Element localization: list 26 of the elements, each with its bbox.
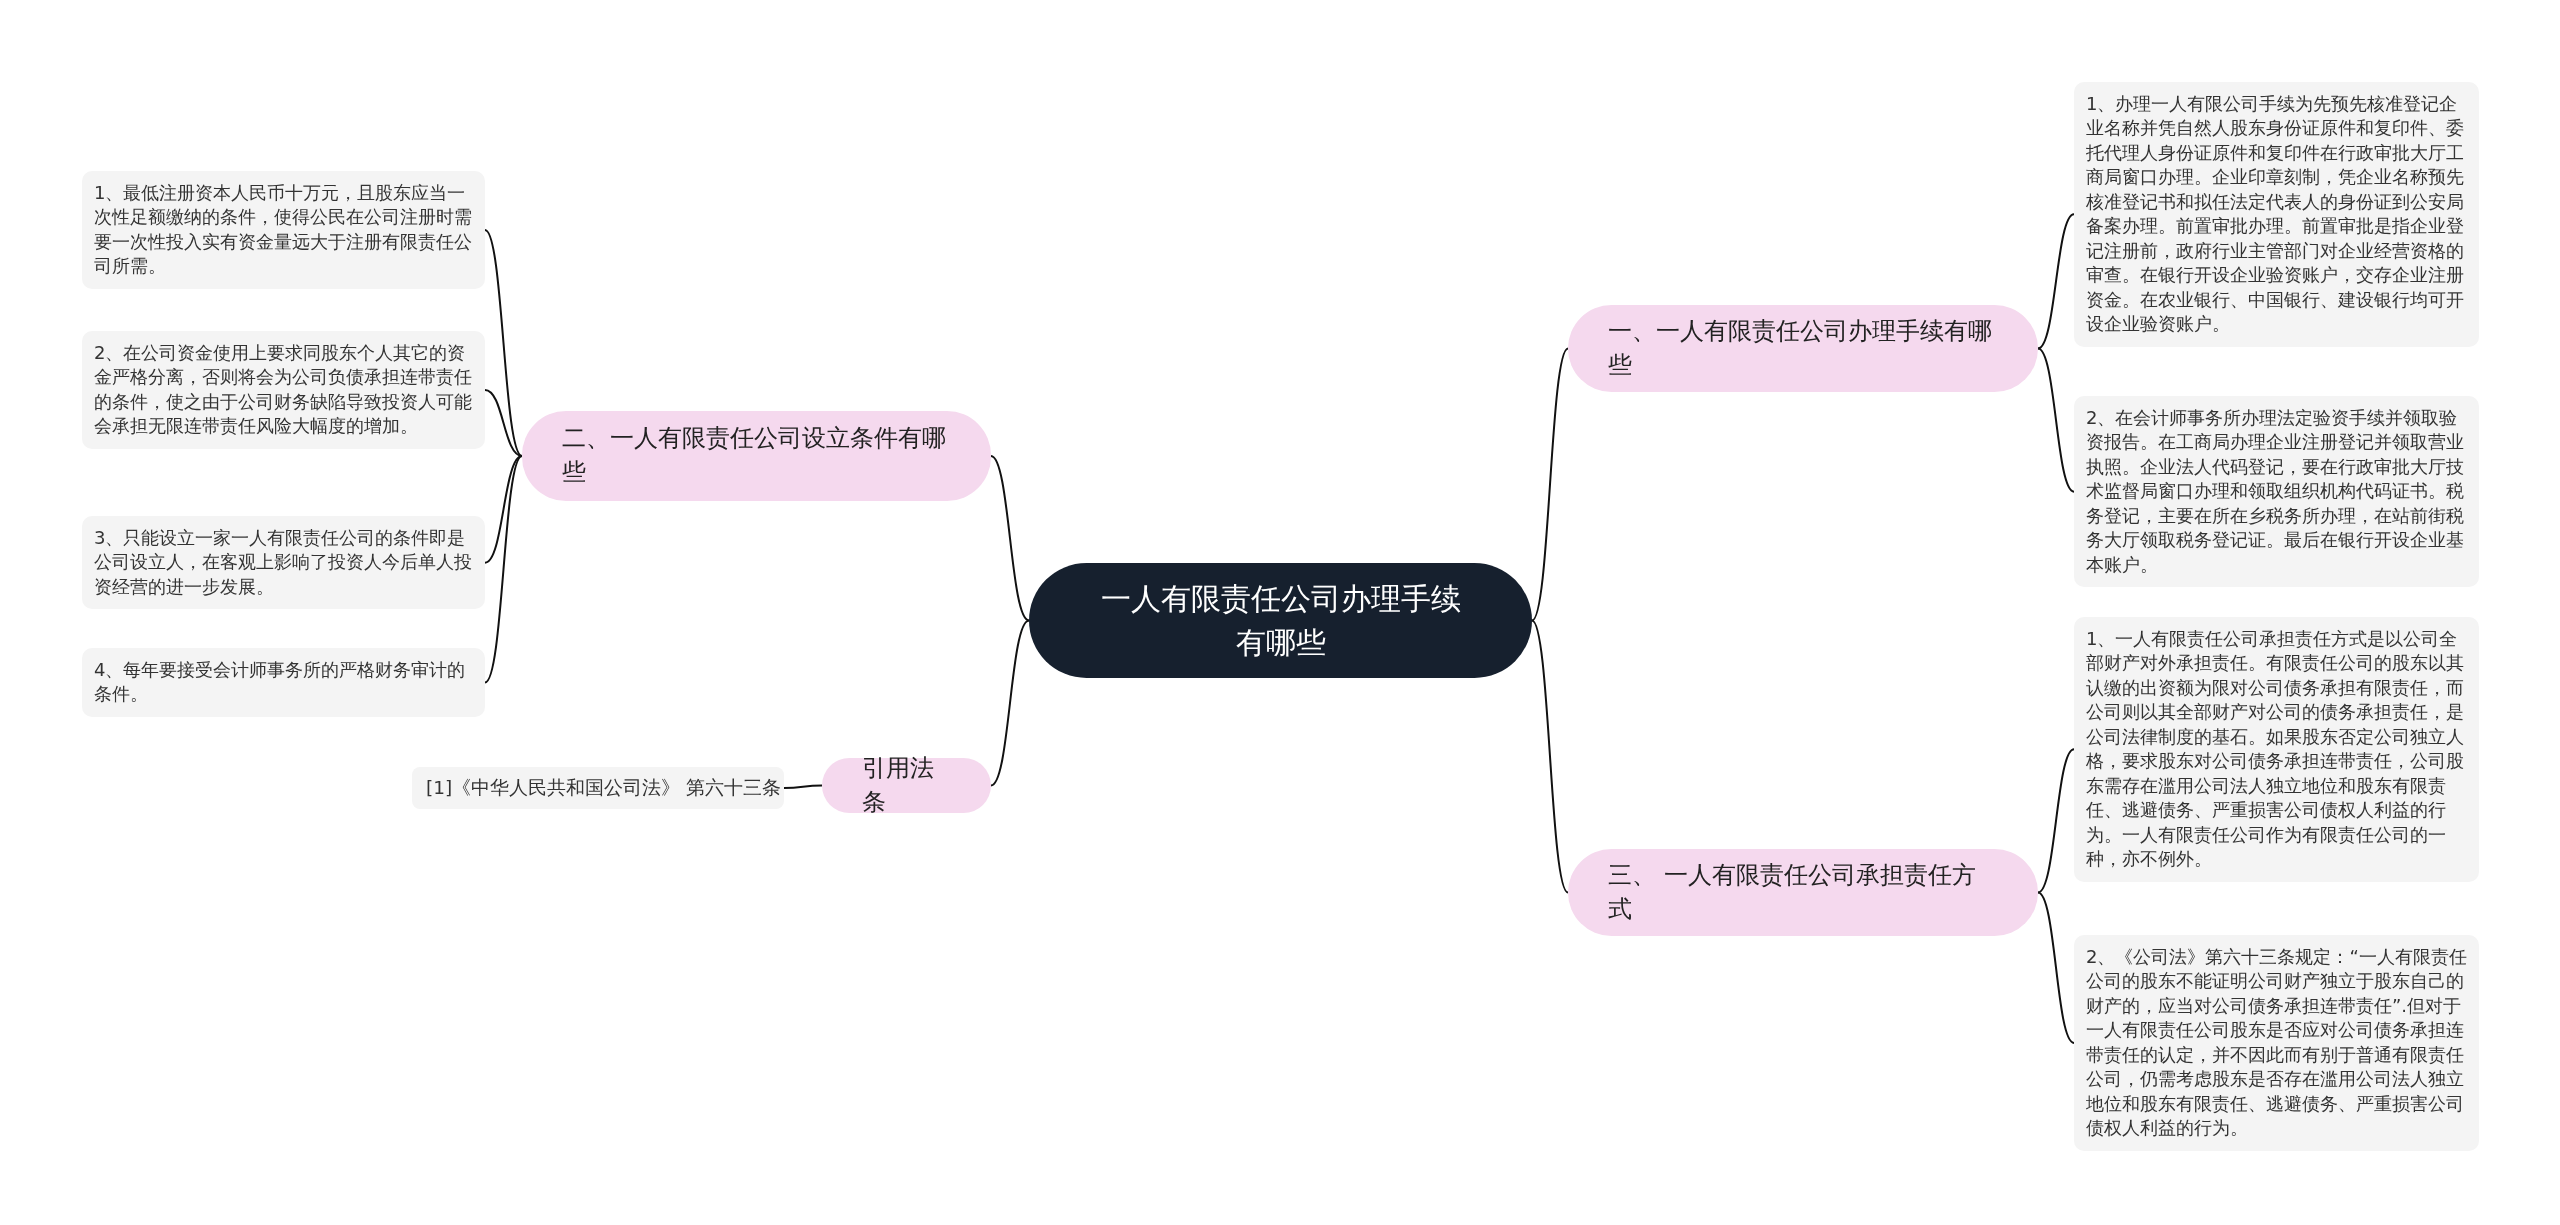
detail-note: 1、办理一人有限公司手续为先预先核准登记企业名称并凭自然人股东身份证原件和复印件、委托代理人身份证原件和复印件在行政审批大厅工商局窗口办理。企业印章刻制，凭企业名称预先核准登记书和拟任法定代表人的身份证到公安局备案办理。前置审批办理。前置审批是指企业登记注册前，政府行业主管部门对企业经营资格的审查。在银行开设企业验资账户，交存企业注册资金。在农业银行、中国银行、建设银行均可开设企业验资账户。 (2074, 82, 2479, 347)
connector-line (484, 228, 523, 457)
citation-note: [1]《中华人民共和国公司法》 第六十三条 (412, 767, 784, 809)
detail-note: 2、在公司资金使用上要求同股东个人其它的资金严格分离，否则将会为公司负债承担连带责任的条件，使之由于公司财务缺陷导致投资人可能会承担无限连带责任风险大幅度的增加。 (82, 331, 485, 449)
detail-note: 4、每年要接受会计师事务所的严格财务审计的条件。 (82, 648, 485, 717)
connector-line (2037, 748, 2075, 894)
connector-line (484, 455, 523, 684)
detail-note: 1、最低注册资本人民币十万元，且股东应当一次性足额缴纳的条件，使得公民在公司注册时需要一次性投入实有资金量远大于注册有限责任公司所需。 (82, 171, 485, 289)
detail-note: 2、在会计师事务所办理法定验资手续并领取验资报告。在工商局办理企业注册登记并领取营业执照。企业法人代码登记，要在行政审批大厅技术监督局窗口办理和领取组织机构代码证书。税务登记，主要在所在乡税务所办理，在站前街税务大厅领取税务登记证。最后在银行开设企业基本账户。 (2074, 396, 2479, 588)
detail-note: 3、只能设立一家一人有限责任公司的条件即是公司设立人，在客观上影响了投资人今后单人投资经营的进一步发展。 (82, 516, 485, 610)
branch-topic: 一、一人有限责任公司办理手续有哪些 (1568, 305, 2038, 392)
connector-line (2037, 891, 2075, 1044)
connector-line (2037, 347, 2075, 493)
connector-line (783, 784, 823, 789)
connector-line (484, 388, 523, 457)
connector-line (1531, 619, 1569, 894)
connector-line (990, 619, 1030, 787)
branch-topic: 引用法条 (822, 758, 991, 813)
branch-topic: 二、一人有限责任公司设立条件有哪些 (522, 411, 991, 501)
branch-topic: 三、 一人有限责任公司承担责任方式 (1568, 849, 2038, 936)
connector-line (2037, 213, 2075, 350)
connector-line (1531, 347, 1569, 622)
detail-note: 2、《公司法》第六十三条规定：“一人有限责任公司的股东不能证明公司财产独立于股东自己的财产的，应当对公司债务承担连带责任”.但对于一人有限责任公司股东是否应对公司债务承担连带责任的认定，并不因此而有别于普通有限责任公司，仍需考虑股东是否存在滥用公司法人独立地位和股东有限责任、逃避债务、严重损害公司债权人利益的行为。 (2074, 935, 2479, 1151)
central-topic: 一人有限责任公司办理手续有哪些 (1029, 563, 1532, 678)
detail-note: 1、一人有限责任公司承担责任方式是以公司全部财产对外承担责任。有限责任公司的股东以其认缴的出资额为限对公司债务承担有限责任，而公司则以其全部财产对公司的债务承担责任，是公司法律制度的基石。如果股东否定公司独立人格，要求股东对公司债务承担连带责任，公司股东需存在滥用公司法人独立地位和股东有限责任、逃避债务、严重损害公司债权人利益的行为。一人有限责任公司作为有限责任公司的一种，亦不例外。 (2074, 617, 2479, 882)
connector-line (990, 455, 1030, 622)
